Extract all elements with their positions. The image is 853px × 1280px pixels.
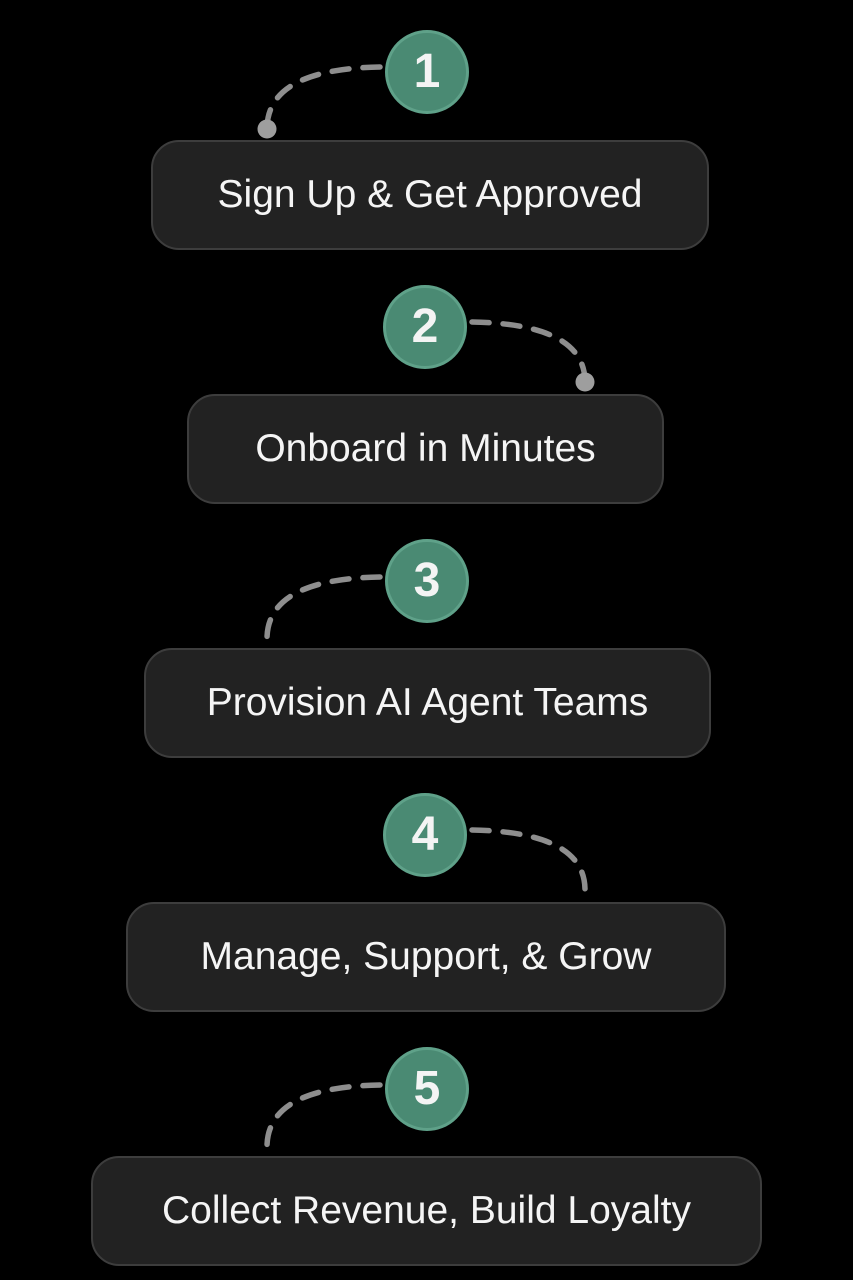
connector-curve-step-5 — [264, 1082, 383, 1150]
connector-end-dot — [575, 372, 595, 392]
connector-dashed-path — [469, 827, 588, 893]
step-1-card: Sign Up & Get Approved — [151, 140, 709, 250]
connector-curve-step-4 — [469, 827, 588, 893]
connector-dashed-path — [469, 319, 588, 385]
step-label: Sign Up & Get Approved — [217, 173, 643, 216]
step-label: Manage, Support, & Grow — [200, 935, 652, 978]
step-label: Provision AI Agent Teams — [206, 681, 649, 724]
step-number: 1 — [413, 45, 441, 98]
step-1-number-badge: 1 — [385, 30, 469, 114]
step-2-card: Onboard in Minutes — [187, 394, 664, 504]
step-2-number-badge: 2 — [383, 285, 467, 369]
step-number: 2 — [411, 300, 439, 353]
step-4-card: Manage, Support, & Grow — [126, 902, 726, 1012]
connector-curve-step-3 — [264, 574, 383, 642]
step-5-card: Collect Revenue, Build Loyalty — [91, 1156, 762, 1266]
step-label: Onboard in Minutes — [255, 427, 596, 470]
step-3-card: Provision AI Agent Teams — [144, 648, 711, 758]
connector-curve-step-2 — [469, 319, 595, 392]
step-number: 4 — [411, 808, 439, 861]
step-number: 3 — [413, 554, 441, 607]
connector-dashed-path — [264, 64, 383, 132]
step-5-number-badge: 5 — [385, 1047, 469, 1131]
step-label: Collect Revenue, Build Loyalty — [162, 1189, 691, 1232]
step-number: 5 — [413, 1062, 441, 1115]
step-3-number-badge: 3 — [385, 539, 469, 623]
connector-end-dot — [257, 119, 277, 139]
connector-dashed-path — [264, 574, 383, 642]
connector-dashed-path — [264, 1082, 383, 1150]
connector-curve-step-1 — [257, 64, 383, 139]
step-4-number-badge: 4 — [383, 793, 467, 877]
